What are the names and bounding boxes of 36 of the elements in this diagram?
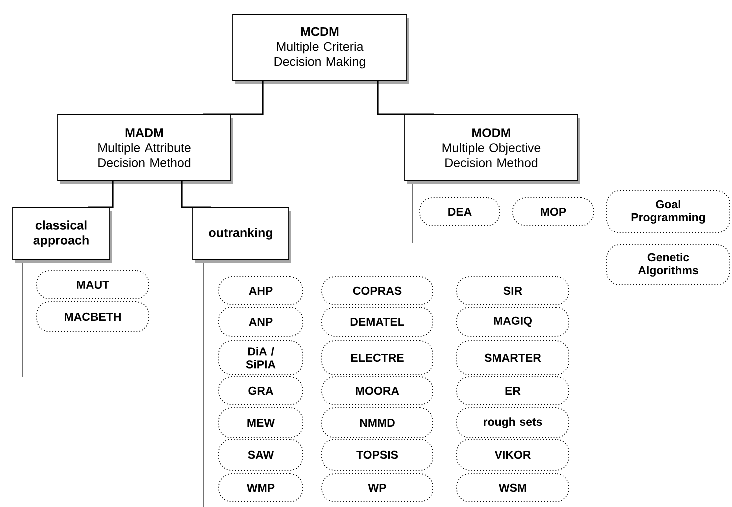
category-box: MODM Multiple Objective Decision Method — [404, 114, 580, 184]
connector — [377, 81, 434, 116]
dotted-pill: ELECTRE — [322, 340, 434, 376]
dotted-pill: WSM — [456, 474, 570, 502]
dotted-pill: WMP — [218, 474, 304, 502]
dotted-pill: GRA — [218, 376, 304, 406]
dotted-pill: Goal Programming — [606, 190, 730, 234]
dotted-pill: MOP — [512, 198, 594, 226]
category-box: MCDM Multiple Criteria Decision Making — [232, 14, 409, 84]
dotted-pill: DEMATEL — [322, 307, 434, 337]
dotted-pill: MOORA — [322, 376, 434, 406]
dotted-pill: ER — [456, 376, 570, 406]
dotted-pill: COPRAS — [322, 276, 434, 306]
dotted-pill: MAGIQ — [456, 307, 570, 337]
dotted-pill: DiA / SiPIA — [218, 340, 304, 376]
dotted-pill: ANP — [218, 307, 304, 337]
dotted-pill: VIKOR — [456, 439, 570, 471]
dotted-pill: AHP — [218, 276, 304, 306]
dotted-pill: SAW — [218, 439, 304, 471]
dotted-pill: Genetic Algorithms — [606, 244, 730, 286]
dotted-pill: MAUT — [36, 270, 150, 300]
category-box: classical approach — [12, 208, 112, 263]
dotted-pill: NMMD — [322, 408, 434, 438]
connector — [181, 181, 211, 208]
dotted-pill: DEA — [420, 198, 500, 226]
dotted-pill: SIR — [456, 276, 570, 306]
dotted-pill: MEW — [218, 408, 304, 438]
dotted-pill: SMARTER — [456, 340, 570, 376]
connector — [203, 81, 264, 116]
dotted-pill: WP — [322, 474, 434, 502]
category-box: outranking — [192, 208, 291, 263]
connector — [88, 181, 114, 208]
dotted-pill: MACBETH — [36, 302, 150, 332]
dotted-pill: TOPSIS — [322, 439, 434, 471]
dotted-pill: rough sets — [456, 408, 570, 438]
category-box: MADM Multiple Attribute Decision Method — [58, 114, 233, 184]
